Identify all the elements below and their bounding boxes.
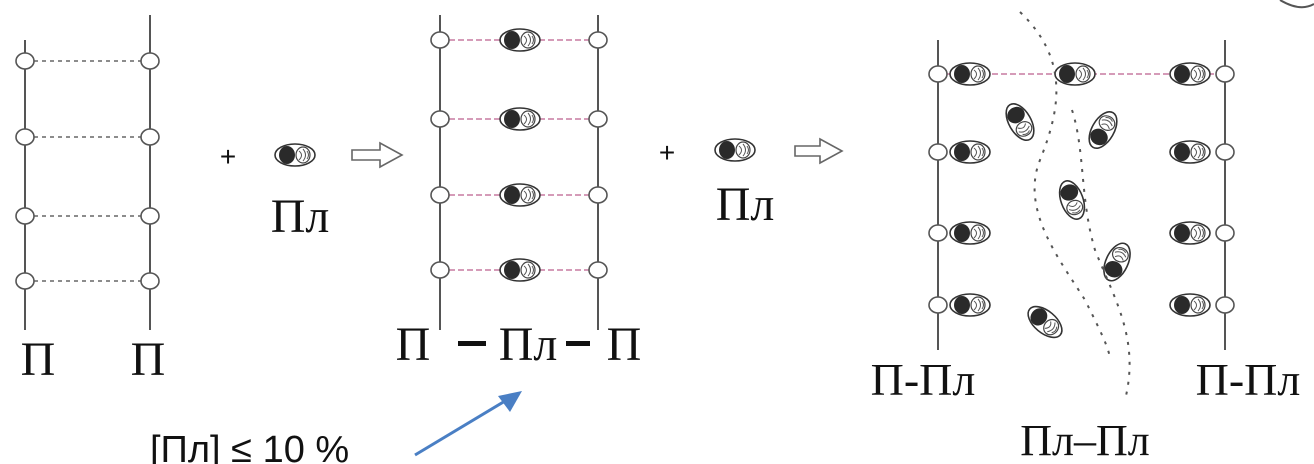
complex-label-right: П bbox=[607, 318, 642, 371]
corner-fragment-icon bbox=[1279, 0, 1314, 9]
final-label-bottom: Пл–Пл bbox=[1020, 416, 1149, 464]
plus-sign-1: + bbox=[220, 141, 236, 172]
plasticizer-label-2: Пл bbox=[716, 178, 775, 231]
polymer-label-right: П bbox=[131, 333, 166, 386]
concentration-annotation: [Пл] ≤ 10 % bbox=[150, 391, 522, 464]
section-bridged-complex: П Пл П bbox=[396, 15, 642, 371]
plasticizer-molecule-icon bbox=[714, 138, 756, 162]
plus-sign-2: + bbox=[659, 137, 675, 168]
reaction-step-2: + Пл bbox=[659, 137, 844, 231]
concentration-label: [Пл] ≤ 10 % bbox=[150, 429, 349, 464]
arrow-right-icon-1 bbox=[351, 141, 404, 169]
section-polymer-chains: П П bbox=[15, 15, 166, 386]
complex-label-left: П bbox=[396, 318, 431, 371]
arrow-right-icon-2 bbox=[794, 137, 844, 165]
complex-label-mid: Пл bbox=[499, 318, 558, 371]
arrow-up-right-icon bbox=[498, 391, 522, 412]
final-label-right: П-Пл bbox=[1196, 354, 1301, 405]
section-phase-separation: П-Пл П-Пл Пл–Пл bbox=[871, 11, 1301, 464]
polymer-label-left: П bbox=[21, 333, 56, 386]
final-label-left: П-Пл bbox=[871, 354, 976, 405]
plasticizer-molecule-icon bbox=[274, 143, 316, 167]
plasticizer-label-1: Пл bbox=[271, 190, 330, 243]
reaction-step-1: + Пл bbox=[220, 141, 404, 243]
